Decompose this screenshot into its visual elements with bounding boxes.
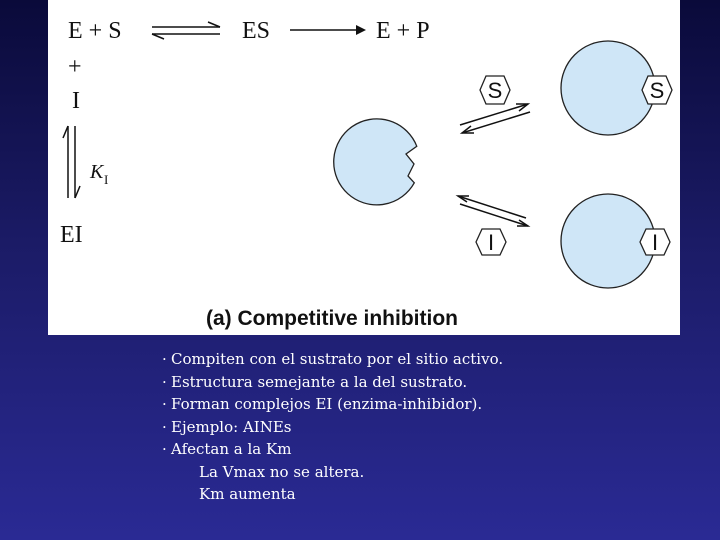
note-bullet: ·Estructura semejante a la del sustrato.	[162, 371, 682, 394]
note-text: Forman complejos EI (enzima-inhibidor).	[171, 395, 482, 413]
equilibrium-arrow-vertical	[63, 126, 80, 198]
bullet-dot: ·	[162, 438, 171, 461]
free-substrate: S	[480, 76, 510, 104]
forward-arrow	[290, 25, 366, 35]
note-bullet: ·Forman complejos EI (enzima-inhibidor).	[162, 393, 682, 416]
eq-ki-symbol: K	[89, 161, 105, 183]
substrate-label: S	[488, 78, 503, 103]
eq-complex: ES	[242, 18, 270, 44]
note-bullet: ·Afectan a la Km	[162, 438, 682, 461]
note-text: Afectan a la Km	[171, 440, 291, 458]
bullet-dot: ·	[162, 416, 171, 439]
eq-inhibitor: I	[72, 88, 80, 114]
equilibrium-arrow-substrate	[460, 104, 530, 133]
note-text: Compiten con el sustrato por el sitio ac…	[171, 350, 503, 368]
figure-caption: (a) Competitive inhibition	[206, 307, 458, 330]
note-sub-line: La Vmax no se altera.	[162, 461, 682, 484]
equilibrium-arrow-top	[152, 22, 220, 39]
eq-enzyme-substrate: E + S	[68, 18, 122, 44]
bullet-dot: ·	[162, 393, 171, 416]
note-text: Ejemplo: AINEs	[171, 418, 291, 436]
enzyme-substrate-complex: S	[561, 41, 672, 135]
eq-plus-sign: +	[68, 54, 82, 80]
competitive-inhibition-figure: E + S ES E + P + I K I EI	[48, 0, 680, 335]
diagram-canvas: E + S ES E + P + I K I EI	[48, 0, 680, 335]
bound-inhibitor-label: I	[652, 230, 658, 255]
free-enzyme-shape	[334, 119, 417, 205]
note-text: Estructura semejante a la del sustrato.	[171, 373, 467, 391]
bullet-dot: ·	[162, 371, 171, 394]
note-sub-line: Km aumenta	[162, 483, 682, 506]
notes-list: ·Compiten con el sustrato por el sitio a…	[162, 348, 682, 506]
enzyme-inhibitor-complex: I	[561, 194, 670, 288]
eq-enzyme-inhibitor: EI	[60, 222, 83, 248]
bullet-dot: ·	[162, 348, 171, 371]
eq-products: E + P	[376, 18, 430, 44]
free-inhibitor: I	[476, 229, 506, 255]
bound-substrate-label: S	[650, 78, 665, 103]
note-bullet: ·Ejemplo: AINEs	[162, 416, 682, 439]
inhibitor-label: I	[488, 230, 494, 255]
note-bullet: ·Compiten con el sustrato por el sitio a…	[162, 348, 682, 371]
eq-ki-subscript: I	[104, 172, 108, 187]
equilibrium-arrow-inhibitor	[458, 196, 528, 226]
